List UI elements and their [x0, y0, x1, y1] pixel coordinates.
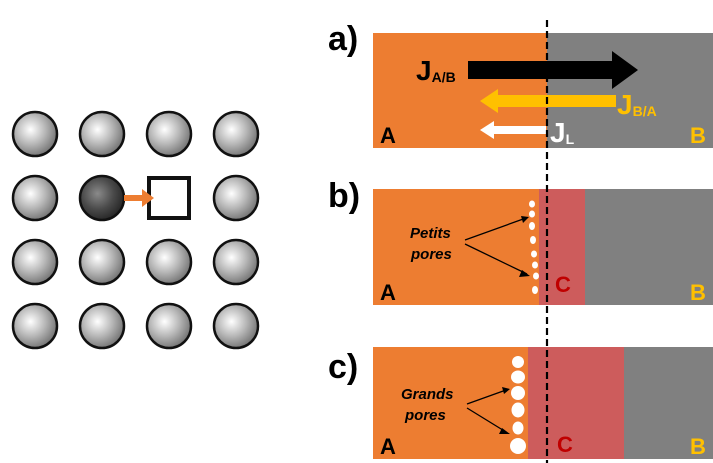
lattice-atom — [212, 238, 260, 286]
panel-c-label-a: A — [380, 434, 396, 459]
panel-b-label-a: A — [380, 280, 396, 305]
large-pores-pointer-arrows — [466, 387, 510, 434]
vacancy-jump-arrow-icon — [124, 189, 154, 207]
phase-b-region — [585, 189, 713, 305]
panel-b-tag: b) — [328, 177, 360, 215]
lattice-atom — [78, 110, 126, 158]
lattice-atom — [212, 302, 260, 350]
panel-b-label-c: C — [555, 272, 571, 297]
phase-a-region — [373, 347, 528, 459]
lattice-atom — [11, 302, 59, 350]
panel-c-tag: c) — [328, 348, 358, 386]
panel-c: c) Grands pores A C B — [328, 347, 713, 459]
phase-a-region — [373, 189, 539, 305]
large-pores — [510, 356, 526, 454]
flux-a-to-b-label: JA/B — [416, 55, 456, 86]
phase-c-region — [528, 347, 624, 459]
panel-a-label-b: B — [690, 123, 706, 148]
panel-c-label-c: C — [557, 432, 573, 457]
small-pores — [529, 200, 539, 294]
lattice-atom — [11, 174, 59, 222]
phase-b-region — [624, 347, 713, 459]
large-pores-label-line2: pores — [404, 407, 446, 424]
lattice-atom — [78, 238, 126, 286]
panel-a: a) JA/B JB/A JL A B — [328, 20, 713, 148]
panel-c-label-b: B — [690, 434, 706, 459]
flux-lattice-label: JL — [550, 117, 575, 148]
flux-b-to-a-label: JB/A — [617, 89, 657, 120]
lattice-atom — [145, 302, 193, 350]
lattice-atom — [145, 238, 193, 286]
lattice-atom — [145, 110, 193, 158]
lattice-atom — [212, 110, 260, 158]
lattice-atom — [11, 238, 59, 286]
flux-a-to-b-arrow — [468, 51, 638, 89]
atom-lattice — [11, 110, 260, 350]
lattice-atom — [11, 110, 59, 158]
lattice-atom — [212, 174, 260, 222]
small-pores-label-line2: pores — [410, 246, 452, 263]
flux-lattice-arrow — [480, 121, 546, 139]
small-pores-label-line1: Petits — [410, 225, 451, 242]
panel-a-label-a: A — [380, 123, 396, 148]
panel-a-tag: a) — [328, 20, 358, 58]
phase-b-region — [547, 33, 713, 148]
small-pores-pointer-arrows — [464, 216, 530, 277]
panel-b: b) Petits pores A C B — [328, 177, 713, 305]
lattice-atom — [78, 302, 126, 350]
diffusing-atom — [78, 174, 126, 222]
large-pores-label-line1: Grands — [401, 386, 454, 403]
panel-b-label-b: B — [690, 280, 706, 305]
vacancy-empty-square-icon — [147, 176, 191, 220]
